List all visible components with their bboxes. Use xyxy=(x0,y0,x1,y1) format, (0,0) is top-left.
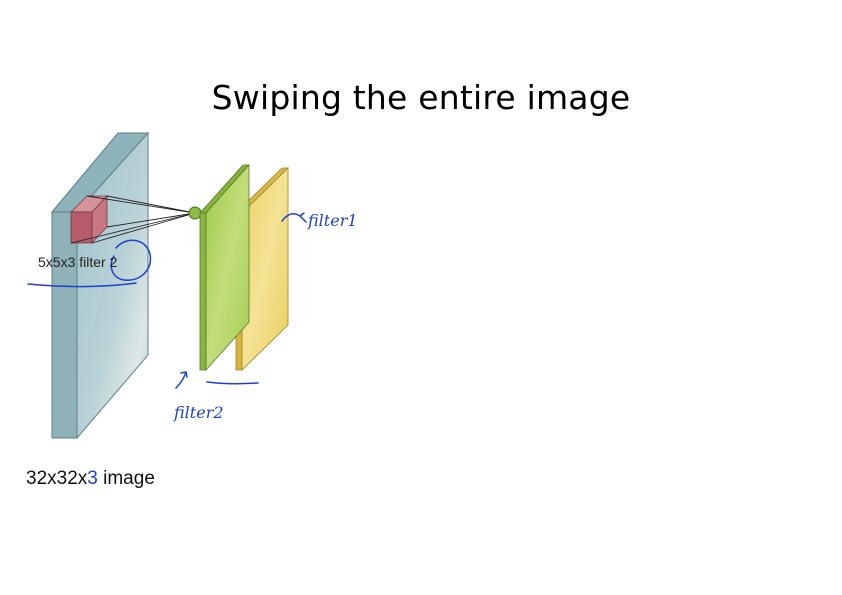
caption-circle-stroke xyxy=(110,239,152,281)
arrow-to-filter2 xyxy=(175,371,188,389)
image-caption-suffix: image xyxy=(97,468,155,489)
activation-map-green xyxy=(199,163,250,372)
handwritten-annotations xyxy=(27,212,307,389)
arrow-to-filter1 xyxy=(281,212,307,223)
filter-caption: 5x5x3 filter 2 xyxy=(38,254,118,270)
image-caption-depth: 3 xyxy=(87,468,98,489)
caption-underline-stroke xyxy=(27,282,137,288)
image-caption-prefix: 32x32x xyxy=(26,468,88,489)
input-volume-front xyxy=(51,211,78,439)
projection-lines xyxy=(70,195,196,244)
slide-title: Swiping the entire image xyxy=(211,78,631,117)
neuron-dot xyxy=(188,206,202,220)
handwritten-note-filter2: filter2 xyxy=(173,403,224,422)
handwritten-note-filter1: filter1 xyxy=(307,211,358,230)
bracket-line xyxy=(206,381,259,385)
image-caption: 32x32x3 image xyxy=(26,468,155,490)
